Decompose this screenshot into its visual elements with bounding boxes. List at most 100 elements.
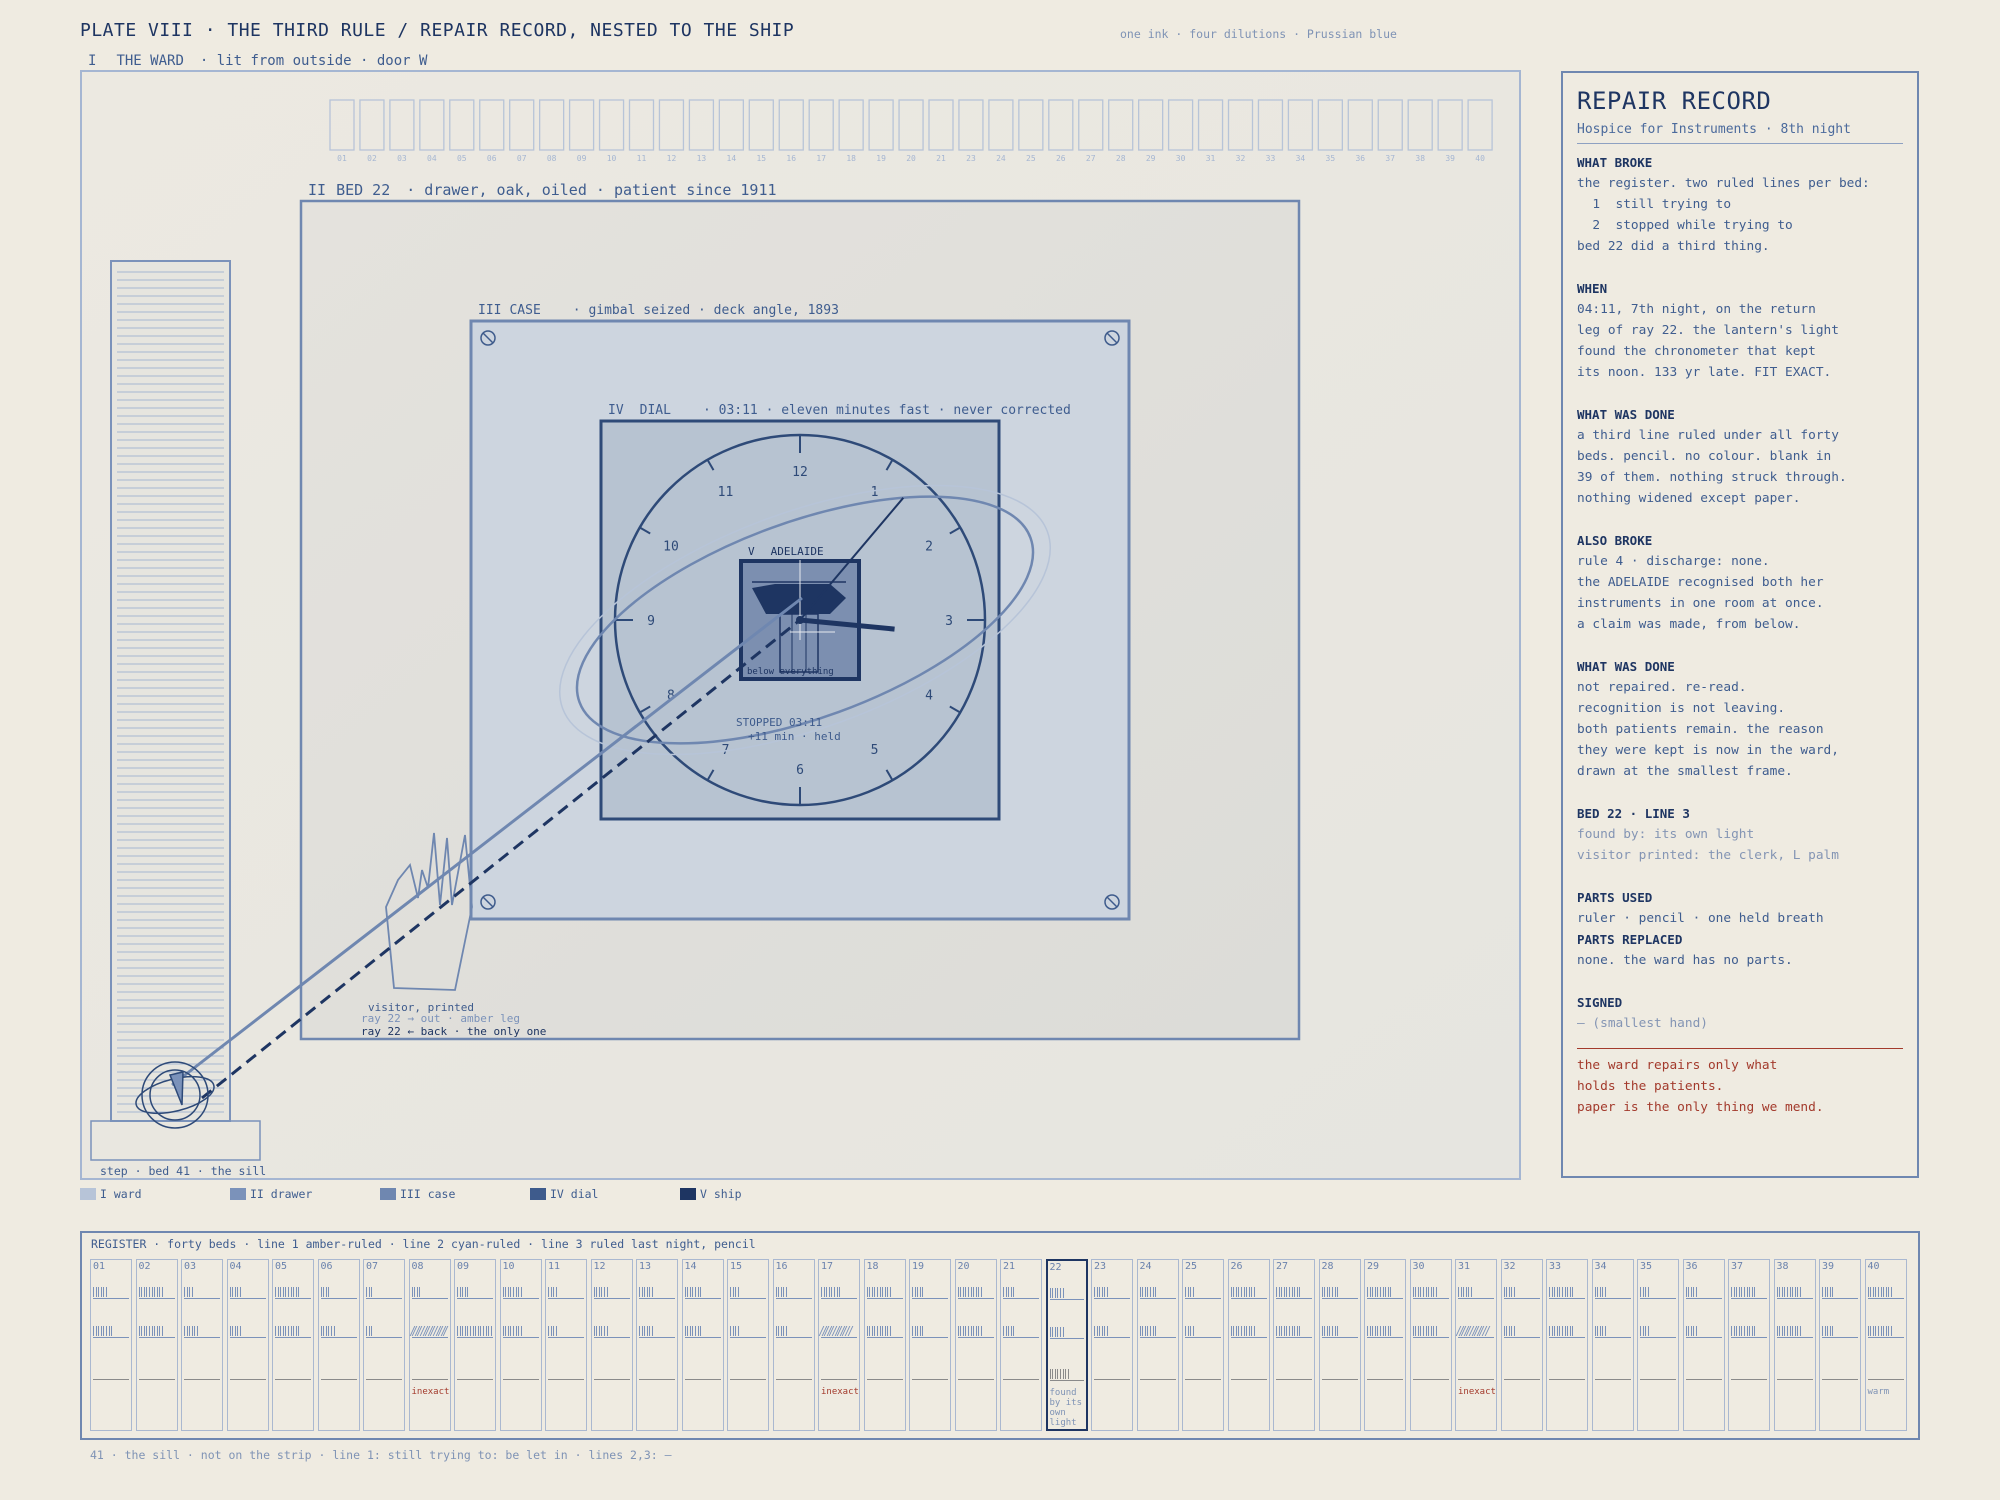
register-bed-number: 40 xyxy=(1867,1261,1880,1272)
record-line: none. the ward has no parts. xyxy=(1577,953,1793,968)
ray-back xyxy=(201,618,801,1100)
rule-line-3 xyxy=(320,1368,357,1380)
register-bed: 11 xyxy=(545,1259,587,1431)
rule-line-2 xyxy=(957,1326,994,1338)
record-line: instruments in one room at once. xyxy=(1577,596,1824,611)
register-bed-number: 16 xyxy=(775,1261,788,1272)
register-bed-number: 27 xyxy=(1276,1261,1289,1272)
rule-line-1 xyxy=(775,1287,812,1299)
plate-title: PLATE VIII · THE THIRD RULE / REPAIR REC… xyxy=(80,20,795,41)
register-bed: 13 xyxy=(636,1259,678,1431)
rule-line-3 xyxy=(411,1368,448,1380)
rule-line-2 xyxy=(457,1326,493,1338)
ward-bed-number: 20 xyxy=(906,154,916,163)
record-line: drawn at the smallest frame. xyxy=(1577,764,1793,779)
register-bed: 23 xyxy=(1091,1259,1133,1431)
register-bed-number: 12 xyxy=(593,1261,606,1272)
ward-bed xyxy=(1257,99,1284,151)
ward-bed xyxy=(1347,99,1373,151)
rule-line-3 xyxy=(138,1368,175,1380)
register-bed-note: inexact xyxy=(1458,1387,1496,1397)
rule-line-1 xyxy=(457,1287,493,1299)
rule-line-1 xyxy=(1276,1287,1312,1299)
register-bed: 31 inexact xyxy=(1455,1259,1497,1431)
clock-numeral: 3 xyxy=(945,614,953,629)
rule-line-3 xyxy=(684,1368,721,1380)
clock-numeral: 2 xyxy=(925,540,933,555)
register-bed-number: 22 xyxy=(1049,1262,1062,1273)
rule-line-3 xyxy=(184,1368,220,1380)
record-line: 04:11, 7th night, on the return xyxy=(1577,302,1816,317)
ray-back-label: ray 22 ← back · the only one xyxy=(361,1025,546,1038)
register-bed-number: 05 xyxy=(275,1261,288,1272)
rule-line-1 xyxy=(1776,1287,1813,1299)
register-footer: 41 · the sill · not on the strip · line … xyxy=(90,1448,672,1462)
rule-line-2 xyxy=(912,1326,948,1338)
register-title: REGISTER · forty beds · line 1 amber-rul… xyxy=(91,1237,756,1251)
rule-line-1 xyxy=(1822,1287,1858,1299)
rule-line-2 xyxy=(1867,1326,1904,1338)
rule-line-1 xyxy=(93,1287,129,1299)
rule-line-3 xyxy=(1094,1368,1130,1380)
rule-line-1 xyxy=(1185,1287,1221,1299)
ward-bed-number: 14 xyxy=(727,154,737,163)
rule-line-2 xyxy=(1685,1326,1722,1338)
register-bed-number: 01 xyxy=(93,1261,106,1272)
register-bed-number: 07 xyxy=(366,1261,379,1272)
rule-line-1 xyxy=(275,1287,311,1299)
register-bed-number: 38 xyxy=(1776,1261,1789,1272)
closing-line: paper is the only thing we mend. xyxy=(1577,1100,1824,1115)
rule-line-1 xyxy=(1458,1287,1494,1299)
rule-line-3 xyxy=(957,1368,994,1380)
record-line: ruler · pencil · one held breath xyxy=(1577,911,1824,926)
register-bed-number: 15 xyxy=(730,1261,743,1272)
rule-line-3 xyxy=(1321,1368,1358,1380)
ward-bed-number: 34 xyxy=(1296,154,1306,163)
record-section-heading: ALSO BROKE xyxy=(1577,533,1653,548)
ward-bed-number: 35 xyxy=(1326,154,1336,163)
record-line: both patients remain. the reason xyxy=(1577,722,1824,737)
ward-bed xyxy=(1018,99,1044,151)
sill-rungs xyxy=(117,271,224,1113)
rule-line-3 xyxy=(821,1368,857,1380)
ward-bed xyxy=(449,99,475,151)
legend-item: I ward xyxy=(80,1187,142,1201)
rule-line-2 xyxy=(775,1326,812,1338)
rule-line-1 xyxy=(912,1287,948,1299)
rule-line-2 xyxy=(1367,1326,1403,1338)
rule-line-3 xyxy=(1503,1368,1540,1380)
ward-bed xyxy=(1048,99,1074,151)
register-bed: 37 xyxy=(1728,1259,1770,1431)
register-bed-number: 19 xyxy=(912,1261,925,1272)
rule-line-3 xyxy=(93,1368,129,1380)
record-line: recognition is not leaving. xyxy=(1577,701,1786,716)
ward-bed-number: 06 xyxy=(487,154,497,163)
visitor-hand-print xyxy=(385,832,473,991)
legend-swatch xyxy=(680,1188,696,1200)
rule-line-1 xyxy=(138,1287,175,1299)
rule-line-2 xyxy=(1185,1326,1221,1338)
record-line: rule 4 · discharge: none. xyxy=(1577,554,1770,569)
rule-line-3 xyxy=(1412,1368,1449,1380)
ward-bed xyxy=(598,99,625,151)
ward-bed-number: 24 xyxy=(996,154,1006,163)
rule-line-2 xyxy=(1549,1326,1585,1338)
rule-line-3 xyxy=(1139,1368,1176,1380)
rule-line-2 xyxy=(818,1326,857,1338)
closing-line: holds the patients. xyxy=(1577,1079,1724,1094)
register-bed-note: inexact xyxy=(411,1387,450,1397)
rule-line-3 xyxy=(1367,1368,1403,1380)
register-bed-number: 20 xyxy=(957,1261,970,1272)
rule-line-1 xyxy=(821,1287,857,1299)
rule-line-3 xyxy=(1549,1368,1585,1380)
register-bed: 18 xyxy=(863,1259,906,1431)
ward-bed-number: 38 xyxy=(1415,154,1425,163)
register-bed-number: 31 xyxy=(1458,1261,1471,1272)
rule-line-1 xyxy=(639,1287,675,1299)
